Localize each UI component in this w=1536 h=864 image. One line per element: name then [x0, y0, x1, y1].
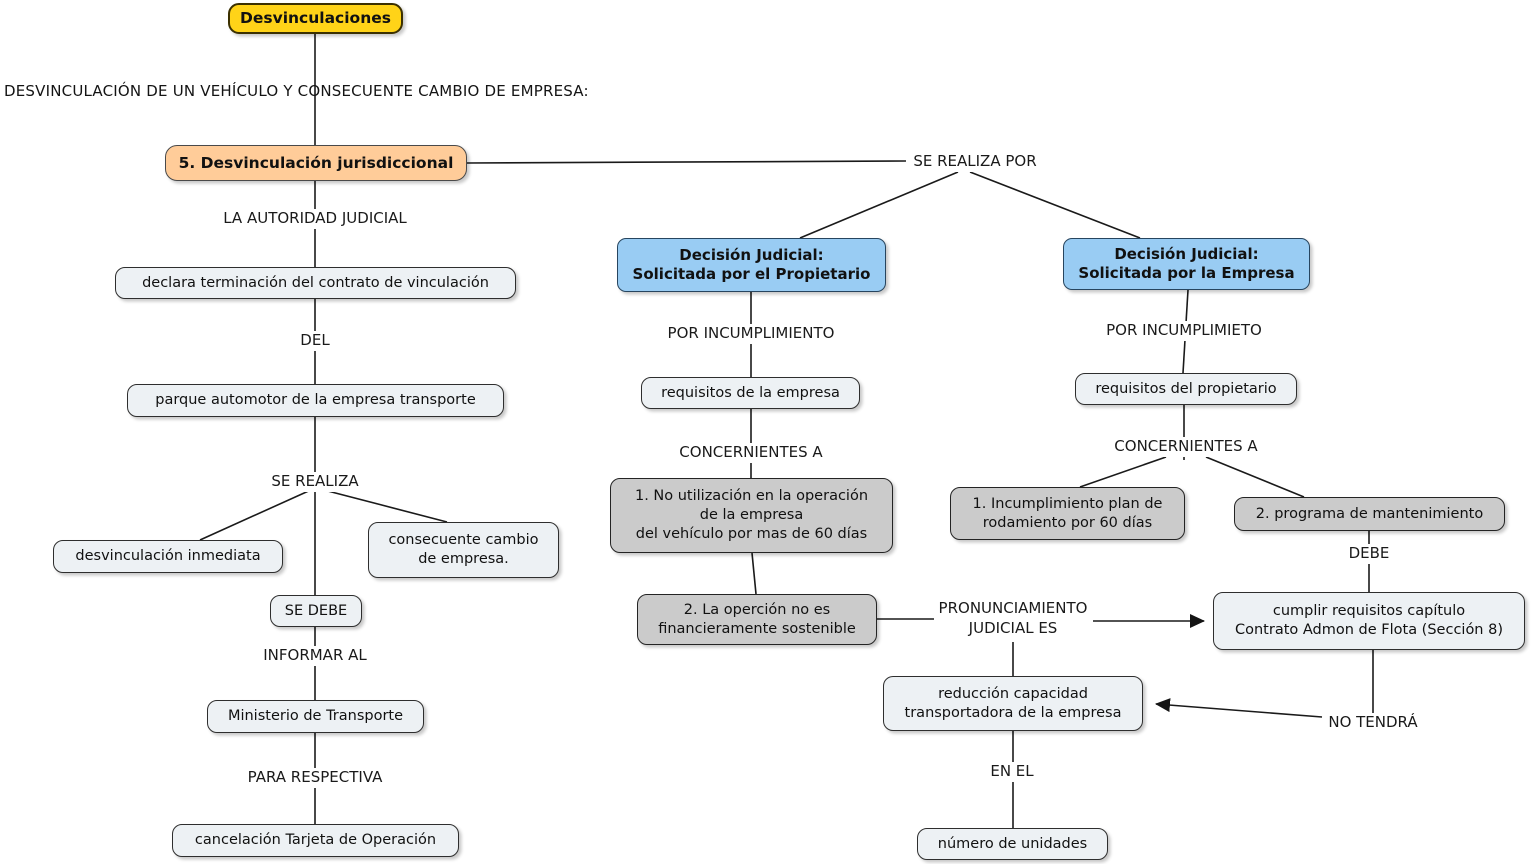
edge	[751, 552, 757, 595]
node-se-debe[interactable]: SE DEBE	[270, 595, 362, 627]
link-en-el: EN EL	[987, 762, 1037, 782]
node-desvinculaciones[interactable]: Desvinculaciones	[228, 3, 403, 34]
node-requisitos-empresa[interactable]: requisitos de la empresa	[641, 377, 860, 409]
link-informar-al: INFORMAR AL	[260, 646, 370, 666]
link-para-respectiva: PARA RESPECTIVA	[244, 768, 386, 788]
node-desvinculacion-jurisdiccional[interactable]: 5. Desvinculación jurisdiccional	[165, 145, 467, 181]
link-concernientes-a-propietario: CONCERNIENTES A	[1111, 437, 1261, 457]
link-la-autoridad-judicial: LA AUTORIDAD JUDICIAL	[220, 209, 410, 229]
link-por-incumplimieto: POR INCUMPLIMIETO	[1103, 321, 1265, 341]
link-se-realiza-por: SE REALIZA POR	[910, 152, 1040, 172]
edge	[319, 488, 448, 523]
node-numero-unidades[interactable]: número de unidades	[917, 828, 1108, 860]
node-desvinculacion-inmediata[interactable]: desvinculación inmediata	[53, 540, 283, 573]
node-decision-judicial-propietario[interactable]: Decisión Judicial: Solicitada por el Pro…	[617, 238, 886, 292]
edge	[1205, 456, 1305, 498]
link-por-incumplimiento: POR INCUMPLIMIENTO	[664, 324, 838, 344]
link-no-tendra: NO TENDRÁ	[1325, 713, 1421, 733]
node-ministerio-transporte[interactable]: Ministerio de Transporte	[207, 700, 424, 733]
node-opercion-no-sostenible[interactable]: 2. La operción no es financieramente sos…	[637, 594, 877, 645]
node-no-utilizacion[interactable]: 1. No utilización en la operación de la …	[610, 478, 893, 553]
link-debe: DEBE	[1345, 544, 1393, 564]
node-decision-judicial-empresa[interactable]: Decisión Judicial: Solicitada por la Emp…	[1063, 238, 1310, 290]
diagram-title: DESVINCULACIÓN DE UN VEHÍCULO Y CONSECUE…	[4, 82, 589, 100]
link-se-realiza: SE REALIZA	[268, 472, 362, 492]
edge	[199, 488, 314, 541]
node-cumplir-requisitos[interactable]: cumplir requisitos capítulo Contrato Adm…	[1213, 592, 1525, 650]
link-del: DEL	[297, 331, 333, 351]
edge-arrow	[1155, 698, 1323, 718]
edge	[969, 171, 1141, 239]
node-programa-mantenimiento[interactable]: 2. programa de mantenimiento	[1234, 497, 1505, 531]
link-pronunciamiento-judicial: PRONUNCIAMIENTO JUDICIAL ES	[935, 599, 1091, 639]
node-parque-automotor[interactable]: parque automotor de la empresa transport…	[127, 384, 504, 417]
node-reduccion-capacidad[interactable]: reducción capacidad transportadora de la…	[883, 676, 1143, 731]
node-consecuente-cambio[interactable]: consecuente cambio de empresa.	[368, 522, 559, 578]
edge	[1079, 456, 1167, 488]
node-declara-terminacion[interactable]: declara terminación del contrato de vinc…	[115, 267, 516, 299]
node-incumplimiento-plan[interactable]: 1. Incumplimiento plan de rodamiento por…	[950, 487, 1185, 540]
edge	[466, 160, 907, 164]
node-cancelacion-tarjeta[interactable]: cancelación Tarjeta de Operación	[172, 824, 459, 857]
edge	[799, 171, 959, 239]
node-requisitos-propietario[interactable]: requisitos del propietario	[1075, 373, 1297, 405]
link-concernientes-a-empresa: CONCERNIENTES A	[676, 443, 826, 463]
